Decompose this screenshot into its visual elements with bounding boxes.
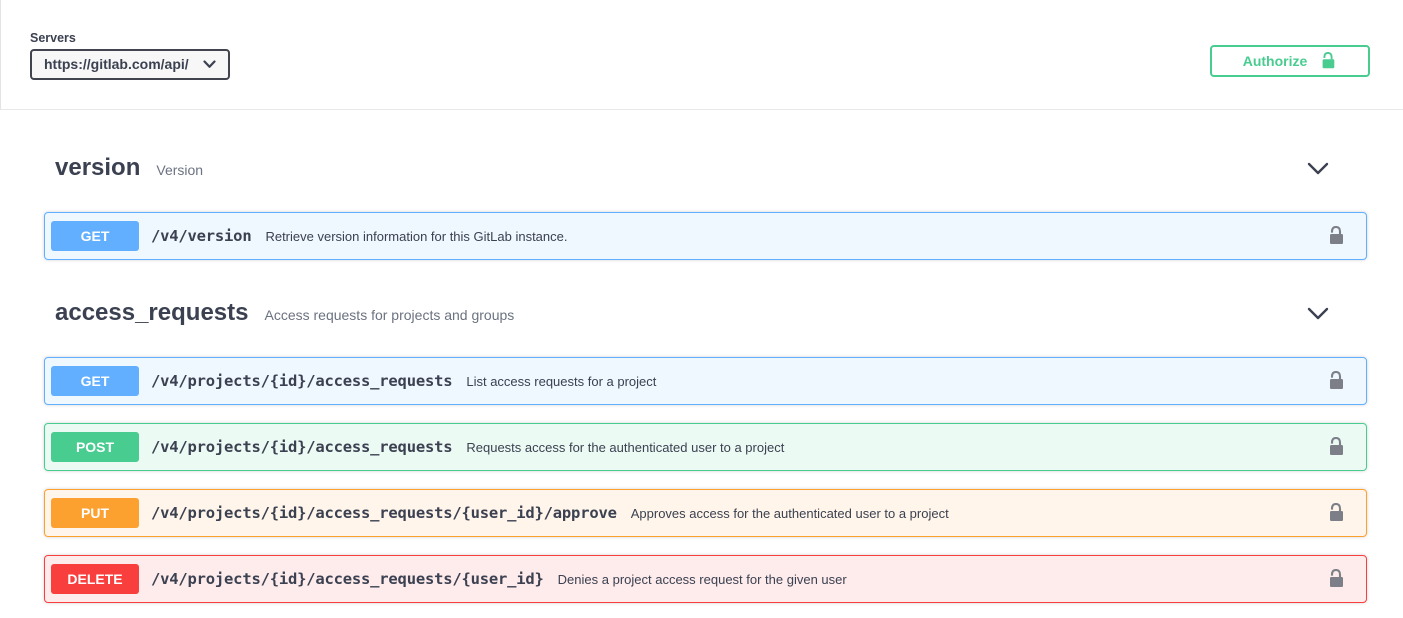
chevron-down-icon xyxy=(203,59,216,69)
tag-header-access-requests[interactable]: access_requests Access requests for proj… xyxy=(44,287,1367,339)
method-badge: PUT xyxy=(51,498,139,528)
authorize-button[interactable]: Authorize xyxy=(1210,45,1370,77)
operation-row-delete-access-request[interactable]: DELETE /v4/projects/{id}/access_requests… xyxy=(44,555,1367,603)
scheme-container: Servers https://gitlab.com/api/ Authoriz… xyxy=(0,0,1403,110)
unlock-icon[interactable] xyxy=(1326,437,1346,457)
servers-block: Servers https://gitlab.com/api/ xyxy=(30,31,1403,80)
operation-summary: Requests access for the authenticated us… xyxy=(466,439,785,455)
unlock-icon[interactable] xyxy=(1326,569,1346,589)
operation-row-put-approve[interactable]: PUT /v4/projects/{id}/access_requests/{u… xyxy=(44,489,1367,537)
operation-summary: Denies a project access request for the … xyxy=(557,571,847,587)
chevron-down-icon[interactable] xyxy=(1307,307,1329,320)
server-select[interactable]: https://gitlab.com/api/ xyxy=(30,49,230,80)
unlock-icon[interactable] xyxy=(1326,371,1346,391)
unlock-icon[interactable] xyxy=(1326,503,1346,523)
authorize-label: Authorize xyxy=(1242,53,1308,69)
servers-label: Servers xyxy=(30,31,76,45)
operation-path: /v4/projects/{id}/access_requests xyxy=(151,372,453,390)
server-select-value: https://gitlab.com/api/ xyxy=(44,56,189,72)
operation-path: /v4/projects/{id}/access_requests xyxy=(151,438,453,456)
method-badge: GET xyxy=(51,221,139,251)
method-badge: DELETE xyxy=(51,564,139,594)
operations-container: version Version GET /v4/version Retrieve… xyxy=(0,142,1403,618)
unlock-icon xyxy=(1319,52,1337,70)
tag-description: Access requests for projects and groups xyxy=(264,307,515,323)
tag-title: access_requests xyxy=(55,299,249,326)
operation-row-post-access-requests[interactable]: POST /v4/projects/{id}/access_requests R… xyxy=(44,423,1367,471)
method-badge: GET xyxy=(51,366,139,396)
operation-path: /v4/projects/{id}/access_requests/{user_… xyxy=(151,504,617,522)
method-badge: POST xyxy=(51,432,139,462)
operation-row-get-access-requests[interactable]: GET /v4/projects/{id}/access_requests Li… xyxy=(44,357,1367,405)
tag-header-version[interactable]: version Version xyxy=(44,142,1367,194)
operation-row-get-version[interactable]: GET /v4/version Retrieve version informa… xyxy=(44,212,1367,260)
unlock-icon[interactable] xyxy=(1326,226,1346,246)
operation-summary: Approves access for the authenticated us… xyxy=(630,505,949,521)
chevron-down-icon[interactable] xyxy=(1307,162,1329,175)
tag-title: version xyxy=(55,154,141,181)
operation-summary: Retrieve version information for this Gi… xyxy=(265,228,568,244)
operation-path: /v4/version xyxy=(151,227,252,245)
operation-path: /v4/projects/{id}/access_requests/{user_… xyxy=(151,570,544,588)
operation-summary: List access requests for a project xyxy=(466,373,657,389)
tag-description: Version xyxy=(156,162,204,178)
